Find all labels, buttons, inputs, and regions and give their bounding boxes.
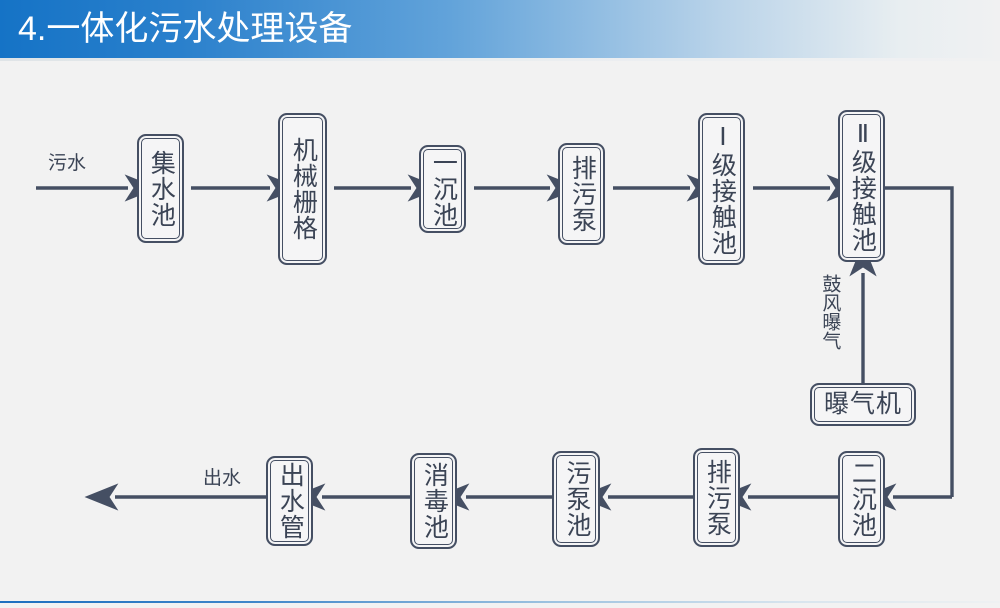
process-flow-diagram: 污水 出水 鼓风曝气 集水池 机械栅格 一沉池 排污泵 Ⅰ级接触池 Ⅱ级接触池 … xyxy=(0,58,1000,601)
node-collection-tank[interactable]: 集水池 xyxy=(137,134,184,243)
inlet-label: 污水 xyxy=(48,153,87,174)
outlet-label: 出水 xyxy=(203,468,242,489)
node-label: 排污泵 xyxy=(568,155,597,233)
node-label: 曝气机 xyxy=(823,389,902,418)
node-sewage-pump[interactable]: 排污泵 xyxy=(558,143,605,245)
node-label: 二沉池 xyxy=(848,460,877,538)
node-sewage-pump-2[interactable]: 排污泵 xyxy=(693,448,740,547)
node-label: 消毒池 xyxy=(420,462,449,540)
node-secondary-sedimentation-tank[interactable]: 二沉池 xyxy=(838,451,885,547)
diagram-connectors xyxy=(36,174,954,511)
node-disinfection-tank[interactable]: 消毒池 xyxy=(410,453,457,549)
node-label: 一沉池 xyxy=(429,150,458,228)
node-sludge-pump-tank[interactable]: 污泵池 xyxy=(552,451,600,547)
node-label: 集水池 xyxy=(147,149,176,228)
node-label: 排污泵 xyxy=(703,458,732,537)
node-label: Ⅰ级接触池 xyxy=(708,122,737,256)
node-effluent-pipe[interactable]: 出水管 xyxy=(266,456,313,546)
node-primary-sedimentation-tank[interactable]: 一沉池 xyxy=(419,145,466,233)
title-bar: 4.一体化污水处理设备 xyxy=(0,0,1000,58)
aeration-label: 鼓风曝气 xyxy=(819,274,841,350)
connector-contact2-to-secondary xyxy=(885,186,954,497)
node-label: 机械栅格 xyxy=(289,137,318,241)
node-label: Ⅱ级接触池 xyxy=(848,119,877,253)
bottom-accent-rule xyxy=(0,601,1000,603)
node-mechanical-grid[interactable]: 机械栅格 xyxy=(278,113,327,265)
node-label: 出水管 xyxy=(276,462,305,540)
node-contact-tank-1[interactable]: Ⅰ级接触池 xyxy=(698,113,745,265)
title-underline xyxy=(0,58,1000,61)
node-label: 污泵池 xyxy=(562,460,591,538)
node-aerator[interactable]: 曝气机 xyxy=(810,383,916,426)
node-contact-tank-2[interactable]: Ⅱ级接触池 xyxy=(838,110,885,262)
page-title: 4.一体化污水处理设备 xyxy=(18,10,353,48)
